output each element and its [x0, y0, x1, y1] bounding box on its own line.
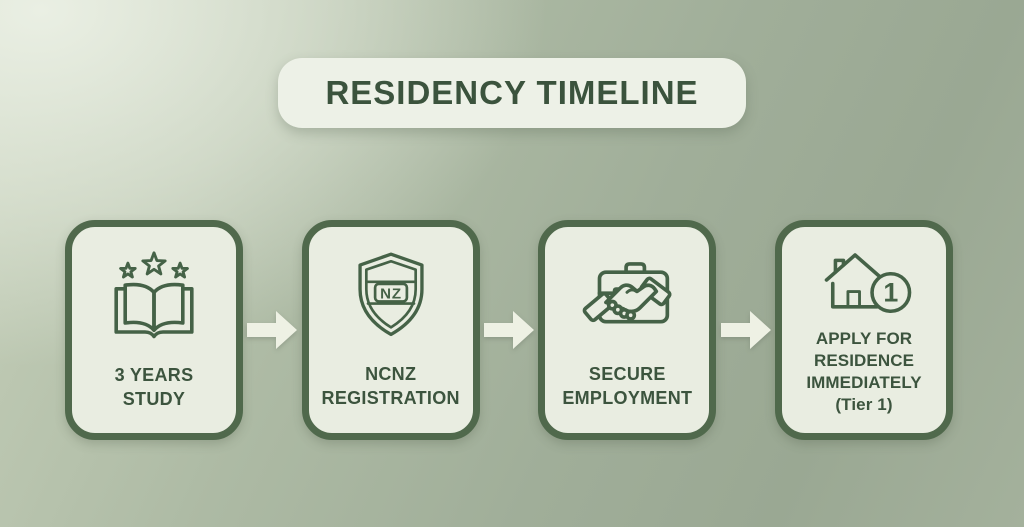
step-label: 3 YEARS STUDY	[114, 364, 194, 409]
step-label: APPLY FOR RESIDENCE IMMEDIATELY (Tier 1)	[806, 328, 922, 415]
house-number-one-icon: 1	[824, 253, 912, 313]
step-card-ncnz-registration: NZ NCNZ REGISTRATION	[301, 220, 480, 440]
shield-nz-label: NZ	[380, 285, 402, 302]
page-title: RESIDENCY TIMELINE	[325, 74, 699, 111]
book-with-stars-icon	[114, 251, 194, 339]
nz-shield-icon: NZ	[358, 252, 424, 336]
arrow-right-icon	[247, 311, 298, 349]
arrow-right-icon	[484, 311, 534, 349]
arrow-right-icon	[720, 311, 771, 349]
step-card-apply-residence: 1 APPLY FOR RESIDENCE IMMEDIATELY (Tier …	[775, 220, 954, 440]
badge-number: 1	[883, 277, 898, 307]
step-card-3-years-study: 3 YEARS STUDY	[65, 220, 243, 440]
step-label: SECURE EMPLOYMENT	[562, 363, 693, 408]
step-label: NCNZ REGISTRATION	[321, 363, 460, 408]
timeline-flow: 3 YEARS STUDY NZ NCNZ REGISTRATION	[65, 220, 954, 440]
step-card-secure-employment: SECURE EMPLOYMENT	[538, 220, 717, 440]
briefcase-handshake-icon	[582, 261, 672, 324]
title-pill: RESIDENCY TIMELINE	[278, 58, 746, 128]
